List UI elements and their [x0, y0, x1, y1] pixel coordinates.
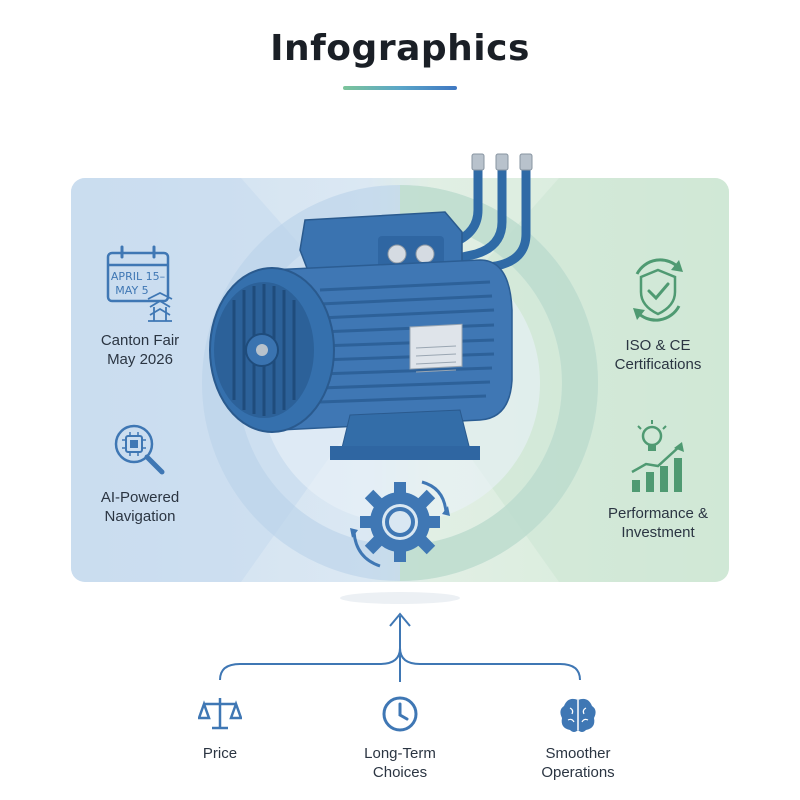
calendar-text-1: APRIL 15–: [111, 270, 165, 283]
feature-ai-navigation: AI-Powered Navigation: [80, 420, 200, 526]
bottom-item-long-term: Long-Term Choices: [330, 694, 470, 782]
electric-motor-illustration: [209, 153, 533, 460]
feature-label-line2: Investment: [621, 524, 695, 541]
feature-label-line1: Canton Fair: [100, 332, 180, 349]
clock-icon: [382, 696, 418, 732]
bottom-label-line2: Operations: [541, 764, 615, 781]
bottom-label-line2: Choices: [372, 764, 428, 781]
feature-canton-fair: APRIL 15– MAY 5 Canton Fair May 2026: [80, 243, 200, 369]
brain-icon: [560, 698, 596, 732]
calendar-pagoda-icon: APRIL 15– MAY 5: [106, 245, 173, 322]
branch-connector: [219, 592, 581, 682]
gear-cycle-icon: [350, 480, 450, 568]
feature-label-line2: Navigation: [104, 508, 176, 525]
bottom-label-line1: Price: [202, 745, 238, 762]
feature-label-line1: AI-Powered: [100, 489, 180, 506]
feature-label-line2: May 2026: [107, 351, 173, 368]
balance-scale-icon: [198, 698, 242, 730]
chip-magnifier-icon: [114, 424, 165, 475]
calendar-text-2: MAY 5: [115, 284, 148, 297]
feature-performance: Performance & Investment: [593, 418, 723, 542]
shield-check-icon: [633, 258, 683, 322]
page-title: Infographics: [270, 28, 530, 69]
feature-label-line1: ISO & CE: [625, 337, 691, 354]
title-underline: [343, 86, 457, 90]
bottom-label-line1: Smoother: [545, 745, 611, 762]
feature-label-line1: Performance &: [607, 505, 709, 522]
feature-certifications: ISO & CE Certifications: [598, 252, 718, 374]
feature-label-line2: Certifications: [614, 356, 702, 373]
bottom-item-operations: Smoother Operations: [508, 694, 648, 782]
bottom-label-line1: Long-Term: [364, 745, 436, 762]
bulb-growth-chart-icon: [631, 420, 684, 492]
bottom-item-price: Price: [150, 694, 290, 763]
